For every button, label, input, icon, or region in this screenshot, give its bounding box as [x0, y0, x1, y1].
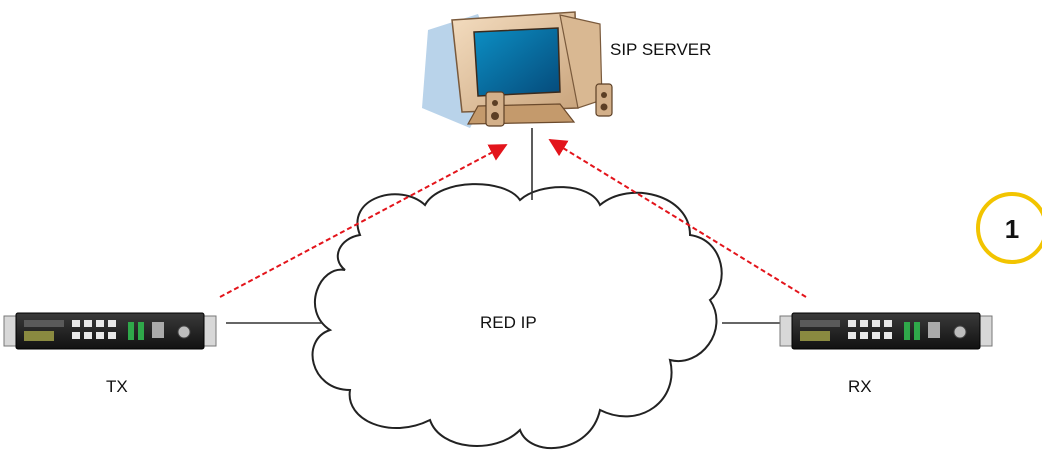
- network-links: [226, 128, 780, 324]
- tx-rack-codec-device-icon: [3, 312, 217, 350]
- step-badge: 1: [976, 192, 1042, 264]
- rx-rack-codec-device-icon: [779, 312, 993, 350]
- network-label: RED IP: [480, 313, 537, 332]
- desktop-computer-icon: [422, 11, 613, 128]
- rx-registration-arrow: [548, 139, 807, 298]
- cloud-icon: [311, 183, 723, 450]
- rx-label: RX: [848, 377, 872, 396]
- server-label: SIP SERVER: [610, 40, 711, 59]
- tx-label: TX: [106, 377, 128, 396]
- step-badge-number: 1: [1005, 214, 1019, 244]
- registration-arrows: [219, 139, 807, 298]
- tx-registration-arrow: [219, 144, 508, 298]
- step-badge-ring: [976, 192, 1042, 264]
